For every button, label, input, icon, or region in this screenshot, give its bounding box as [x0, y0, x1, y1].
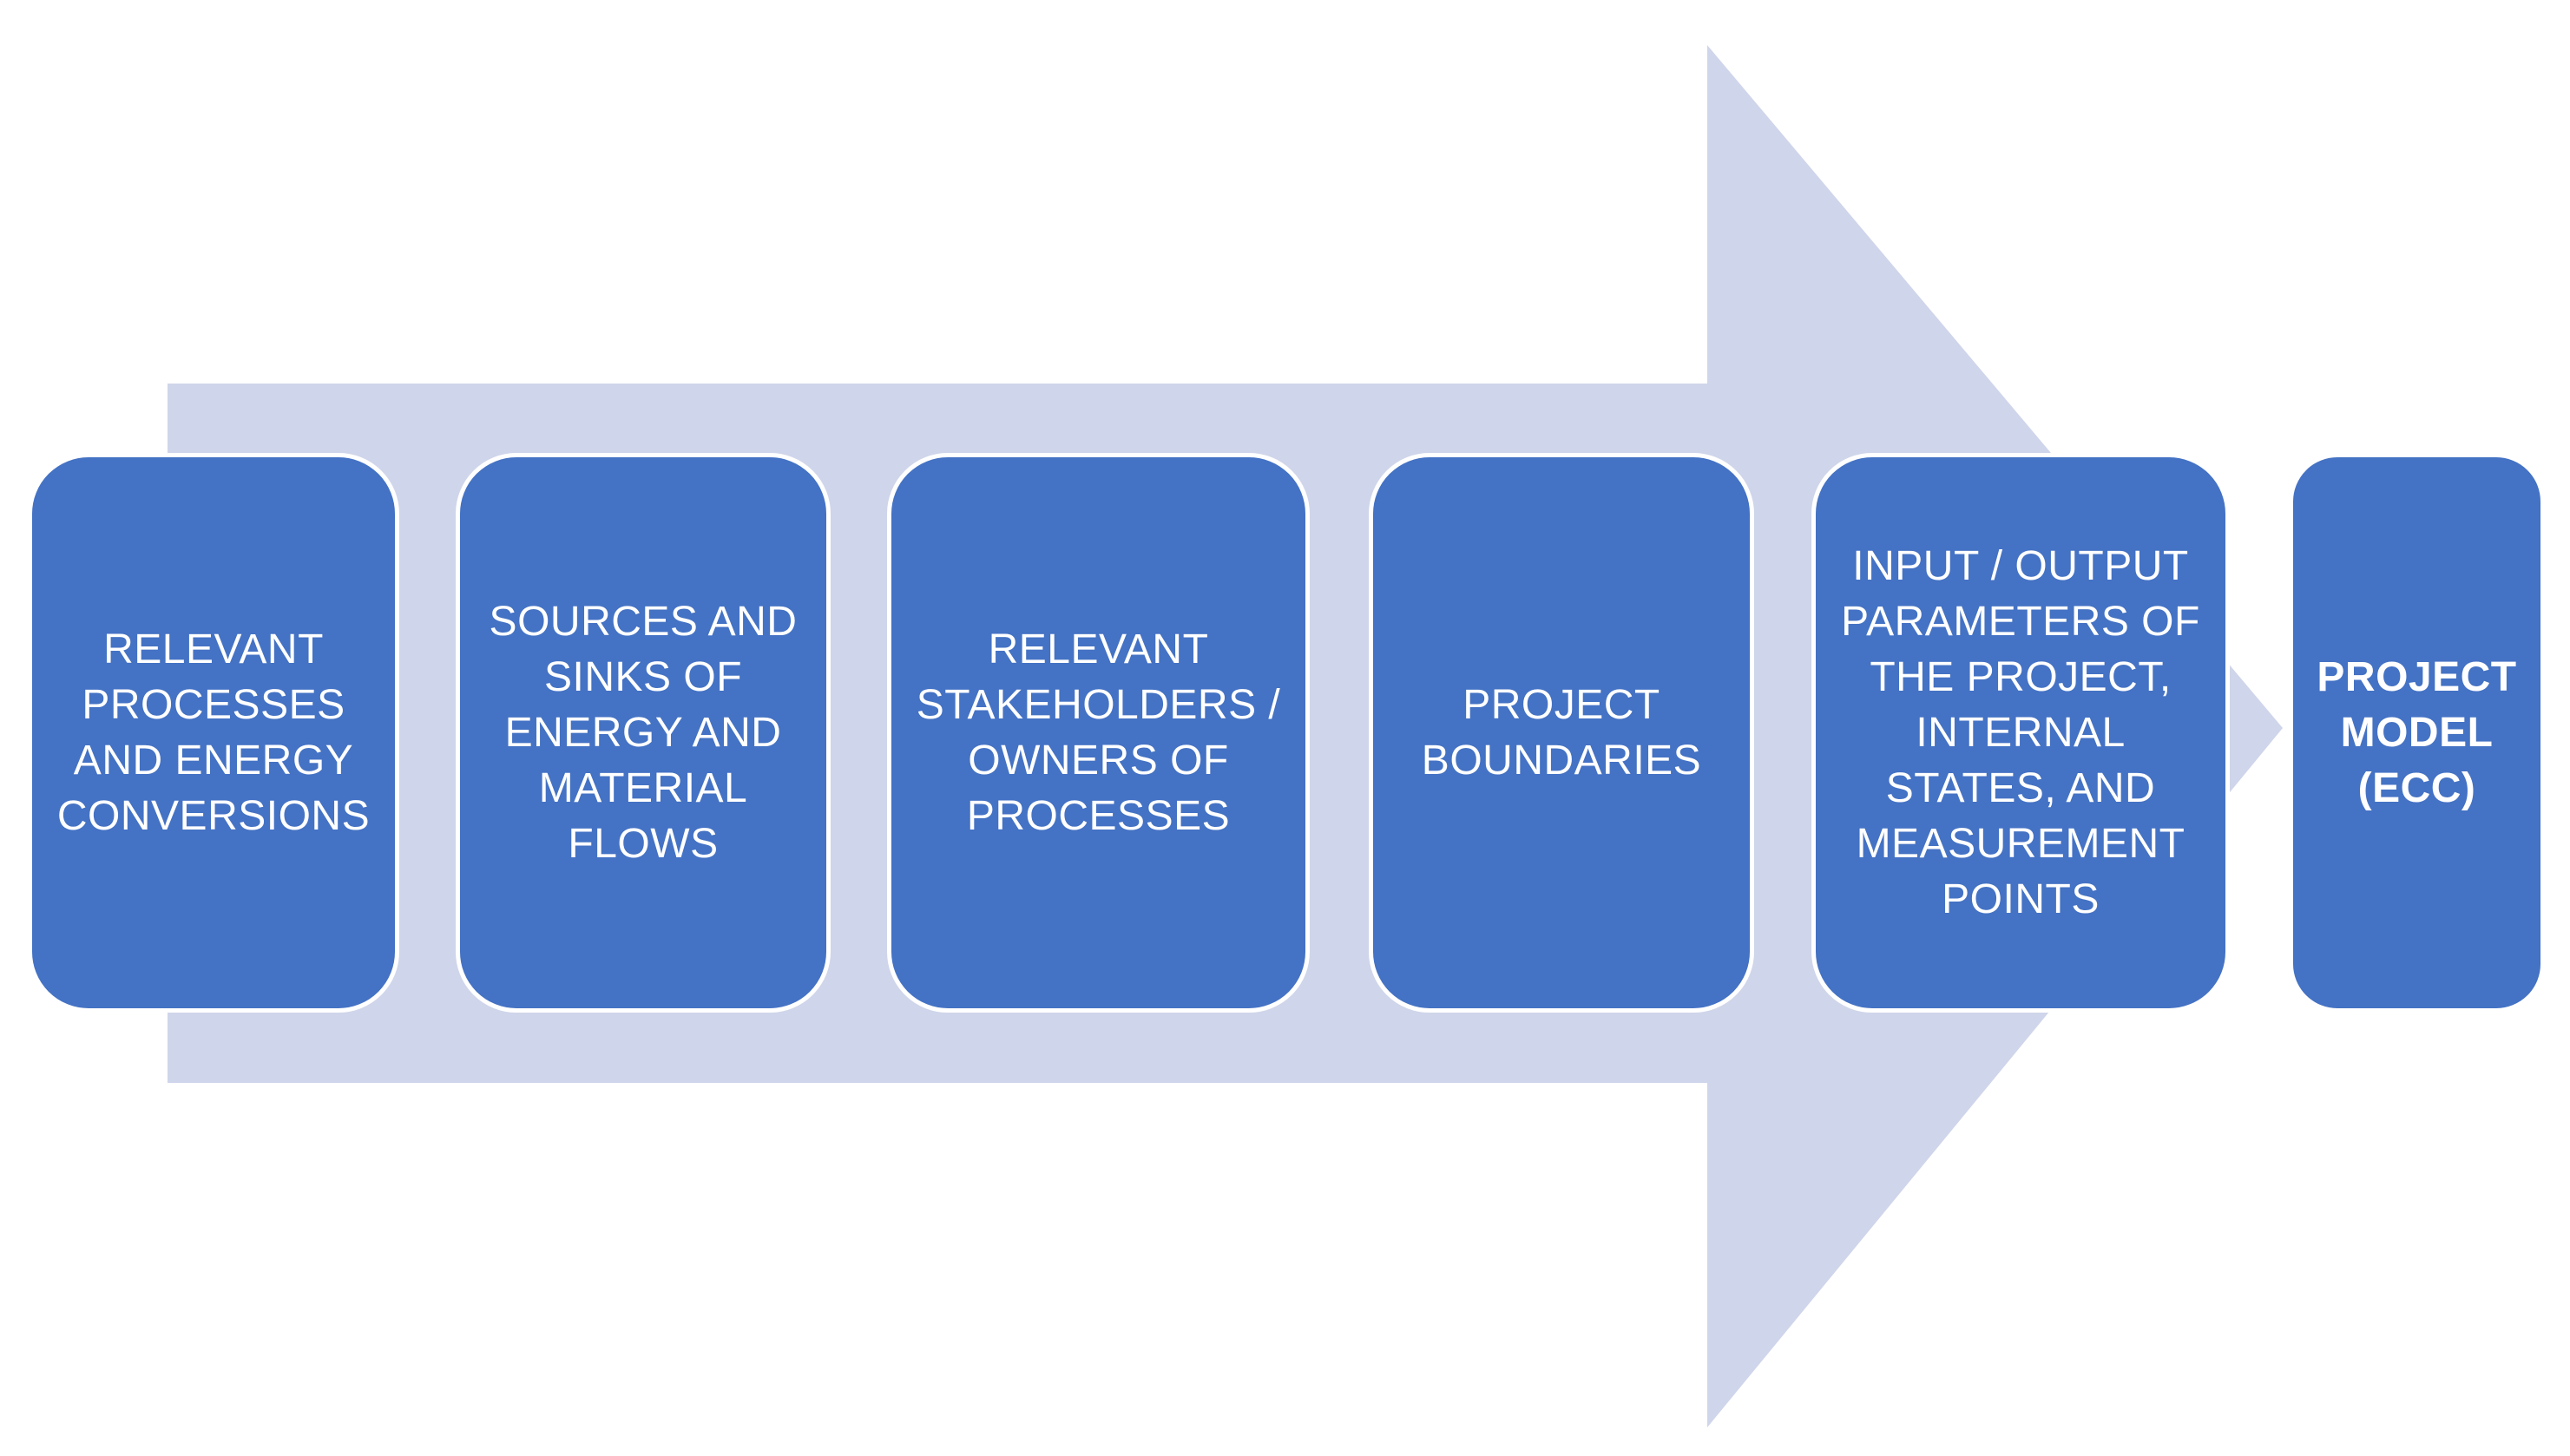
result-box-project-model: PROJECT MODEL (ECC): [2289, 453, 2545, 1013]
step-label-processes: RELEVANT PROCESSES AND ENERGY CONVERSION…: [56, 626, 371, 839]
step-box-stakeholders: RELEVANT STAKEHOLDERS / OWNERS OF PROCES…: [887, 453, 1310, 1013]
step-label-parameters: INPUT / OUTPUT PARAMETERS OF THE PROJECT…: [1841, 542, 2200, 922]
step-label-stakeholders: RELEVANT STAKEHOLDERS / OWNERS OF PROCES…: [916, 626, 1281, 839]
step-box-sources-sinks: SOURCES AND SINKS OF ENERGY AND MATERIAL…: [456, 453, 831, 1013]
result-label-project-model: PROJECT MODEL (ECC): [2317, 653, 2517, 811]
step-label-sources-sinks: SOURCES AND SINKS OF ENERGY AND MATERIAL…: [489, 598, 798, 867]
step-label-boundaries: PROJECT BOUNDARIES: [1421, 681, 1702, 784]
step-box-boundaries: PROJECT BOUNDARIES: [1369, 453, 1754, 1013]
step-box-processes: RELEVANT PROCESSES AND ENERGY CONVERSION…: [28, 453, 399, 1013]
step-box-parameters: INPUT / OUTPUT PARAMETERS OF THE PROJECT…: [1811, 453, 2230, 1013]
